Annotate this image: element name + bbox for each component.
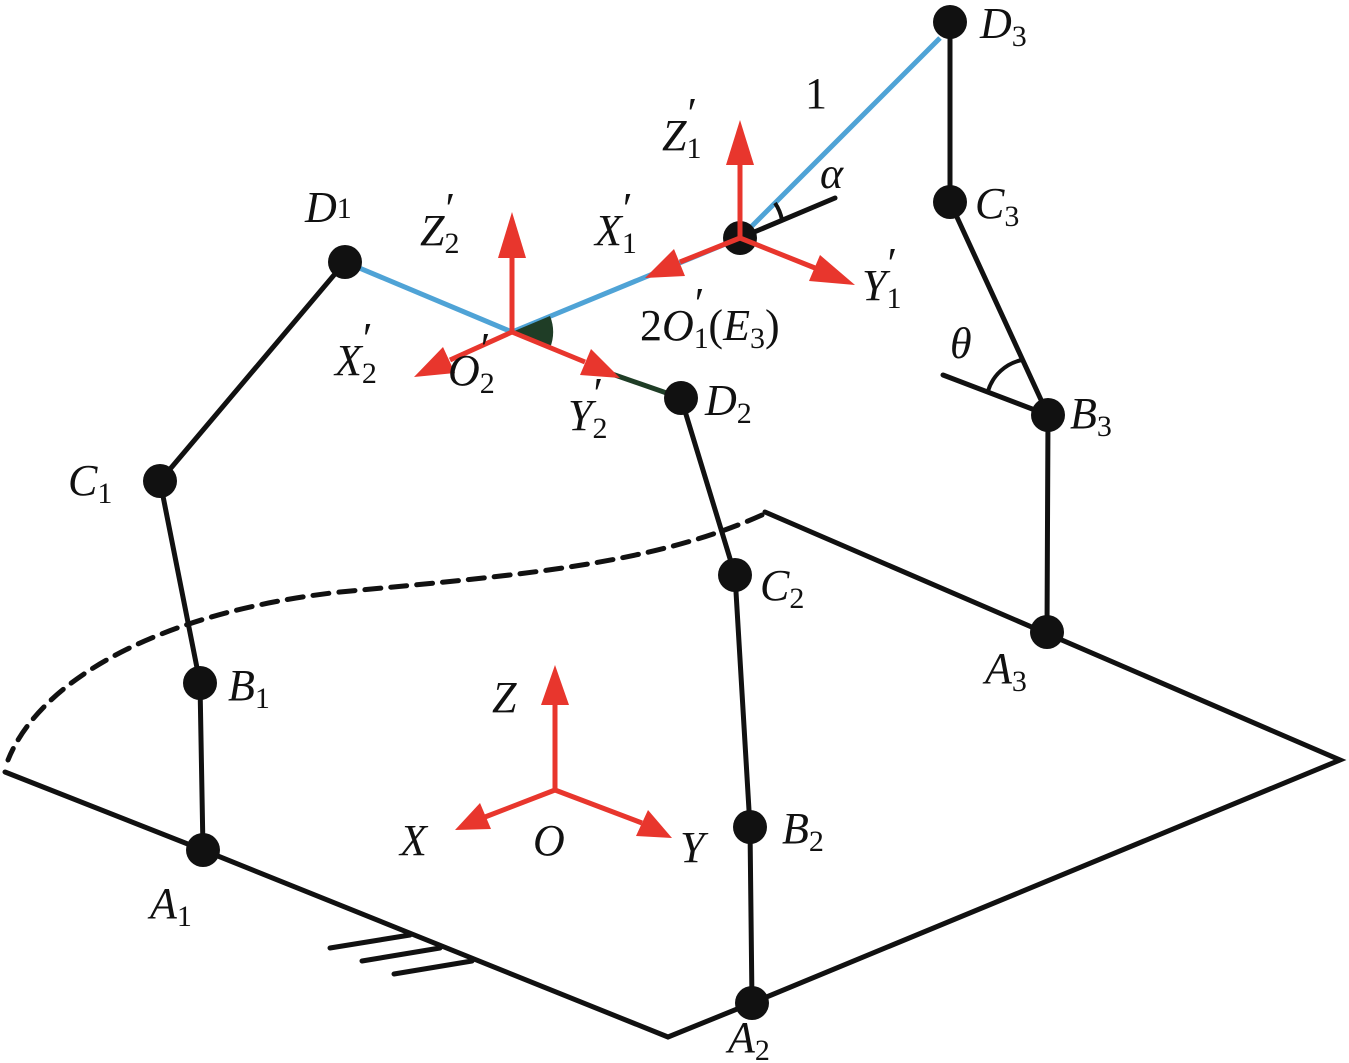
joint-D3: [933, 5, 967, 39]
label-B1: B1: [228, 661, 270, 715]
base-dashed-curve: [5, 512, 765, 763]
label-Z: Z: [492, 673, 517, 722]
label-O2-prime: O2′: [448, 324, 495, 400]
ground-hatch: [359, 945, 443, 964]
joint-B3: [1031, 398, 1065, 432]
frame-O2-prime: [414, 212, 620, 378]
theta-arc: [986, 358, 1023, 392]
label-A2: A2: [725, 1013, 770, 1063]
label-C3: C3: [975, 179, 1019, 233]
joint-C1: [143, 464, 177, 498]
link-1: [738, 36, 942, 240]
ground-hatch: [391, 958, 475, 977]
label-C2: C2: [760, 561, 804, 615]
joint-B1: [183, 666, 217, 700]
label-alpha: α: [820, 149, 844, 198]
label-O: O: [533, 816, 565, 865]
label-O1-prime-E3: 2O1′(E3): [640, 279, 780, 355]
joints: [143, 5, 1065, 1020]
joint-A1: [186, 833, 220, 867]
joint-D1: [328, 245, 362, 279]
label-Y1-prime: Y1′: [862, 239, 901, 315]
joint-A3: [1030, 615, 1064, 649]
joint-D2: [664, 381, 698, 415]
leg-1: [157, 259, 348, 853]
frame-O: [455, 665, 672, 838]
label-D3: D3: [979, 0, 1027, 53]
theta-reference-line: [940, 372, 1051, 418]
leg-3: [940, 19, 1051, 635]
angle-sector: [512, 316, 554, 348]
label-A3: A3: [982, 644, 1027, 698]
label-Z2-prime: Z2′: [420, 184, 459, 260]
leg-2: [678, 395, 755, 1006]
joint-C3: [933, 185, 967, 219]
label-D2: D2: [704, 376, 752, 430]
alpha-reference-line: [737, 195, 838, 241]
joint-A2: [735, 986, 769, 1020]
label-B2: B2: [782, 804, 824, 858]
label-link-1: 1: [805, 69, 827, 118]
label-Y: Y: [680, 823, 709, 872]
label-Y2-prime: Y2′: [568, 369, 607, 445]
label-B3: B3: [1070, 389, 1112, 443]
frame-O1-prime: [645, 120, 855, 285]
joint-B2: [733, 810, 767, 844]
label-theta: θ: [950, 319, 972, 368]
base-outline: [2, 509, 1347, 1040]
moving-platform: [344, 36, 942, 401]
joint-C2: [718, 558, 752, 592]
link-D1-O2: [344, 259, 513, 335]
label-X: X: [398, 816, 429, 865]
alpha-arc: [773, 201, 784, 221]
label-Z1-prime: Z1′: [662, 89, 701, 165]
base-platform: [2, 509, 1347, 1040]
label-X2-prime: X2′: [333, 314, 377, 390]
label-X1-prime: X1′: [593, 184, 637, 260]
label-A1: A1: [147, 879, 192, 933]
label-D1: D1: [304, 183, 352, 232]
label-C1: C1: [68, 456, 112, 510]
ground-hatch: [327, 932, 413, 951]
